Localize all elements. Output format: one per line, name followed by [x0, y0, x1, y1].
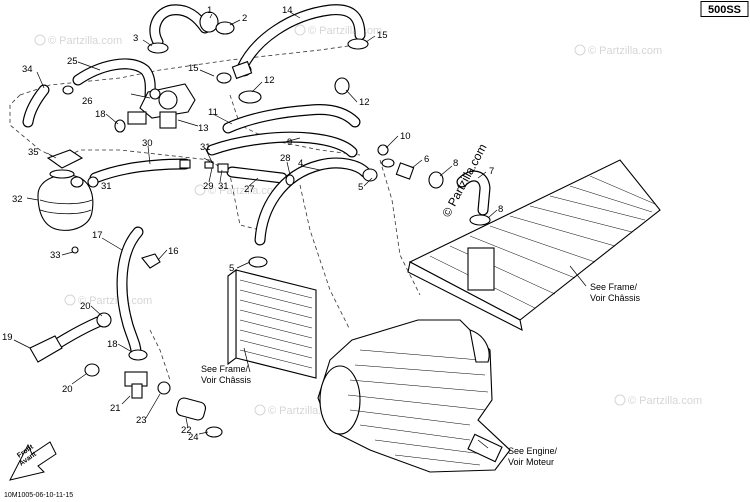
callout-20: 20	[62, 384, 73, 395]
callout-18: 18	[95, 109, 106, 120]
callout-18: 18	[107, 339, 118, 350]
callout-31: 31	[218, 181, 229, 192]
hose-34	[22, 84, 50, 128]
hose-27	[226, 166, 288, 184]
watermark-text: © Partzilla.com	[48, 35, 122, 47]
model-badge-text: 500SS	[708, 4, 741, 16]
model-badge: 500SS	[700, 1, 749, 17]
callout-6: 6	[424, 154, 429, 165]
note-engine-line2: Voir Moteur	[508, 457, 554, 467]
callout-12: 12	[359, 97, 370, 108]
callout-35: 35	[28, 147, 39, 158]
callout-4: 4	[298, 158, 303, 169]
note-frame-lower-line2: Voir Châssis	[201, 375, 252, 385]
hose-4	[254, 157, 371, 246]
callout-10: 10	[400, 131, 411, 142]
callout-labels: 1 2 3 14 15 25 34 15 12 26 18 13 12 11 9…	[2, 5, 503, 443]
hose-11	[222, 104, 361, 134]
clamps	[29, 21, 491, 438]
callout-12: 12	[264, 75, 275, 86]
callout-25: 25	[67, 56, 78, 67]
callout-15: 15	[188, 63, 199, 74]
thermostat-housing	[127, 83, 196, 129]
engine-block	[317, 319, 511, 473]
drawing-code: 10M1005-06-10-11-15	[4, 492, 73, 499]
watermark-text: © Partzilla.com	[78, 295, 152, 307]
callout-34: 34	[22, 64, 33, 75]
callout-13: 13	[198, 123, 209, 134]
front-arrow: Front Avant	[9, 441, 57, 481]
callout-30: 30	[142, 138, 153, 149]
callout-28: 28	[280, 153, 291, 164]
callout-16: 16	[168, 246, 179, 257]
leader-lines	[13, 11, 587, 449]
hose-25	[72, 58, 156, 104]
callout-21: 21	[110, 403, 121, 414]
callout-14: 14	[282, 5, 293, 16]
callout-31: 31	[101, 181, 112, 192]
watermark-text: © Partzilla.com	[208, 185, 282, 197]
coolant-reservoir	[37, 149, 94, 231]
callout-8: 8	[498, 204, 503, 215]
callout-19: 19	[2, 332, 13, 343]
callout-3: 3	[133, 33, 138, 44]
callout-2: 2	[242, 13, 247, 24]
hose-7	[456, 170, 491, 216]
hose-17	[116, 226, 144, 358]
frame-heat-exchanger	[407, 159, 661, 332]
watermark-text: © Partzilla.com	[628, 395, 702, 407]
watermark-text: © Partzilla.com	[588, 45, 662, 57]
radiator	[227, 268, 317, 379]
callout-20: 20	[80, 301, 91, 312]
callout-23: 23	[136, 415, 147, 426]
note-frame-upper-line2: Voir Châssis	[590, 293, 641, 303]
callout-5: 5	[229, 263, 234, 274]
callout-7: 7	[489, 166, 494, 177]
hose-14	[236, 4, 366, 74]
callout-26: 26	[82, 96, 93, 107]
callout-27: 27	[244, 184, 255, 195]
callout-29: 29	[203, 181, 214, 192]
callout-15: 15	[377, 30, 388, 41]
callout-32: 32	[12, 194, 23, 205]
note-engine-line1: See Engine/	[508, 446, 558, 456]
callout-31: 31	[200, 142, 211, 153]
callout-17: 17	[92, 230, 103, 241]
callout-33: 33	[50, 250, 61, 261]
callout-11: 11	[208, 107, 218, 118]
hose-30	[89, 158, 191, 184]
callout-5: 5	[358, 182, 363, 193]
callout-8: 8	[453, 158, 458, 169]
callout-24: 24	[188, 432, 199, 443]
hose-1	[149, 4, 219, 48]
note-frame-lower-line1: See Frame/	[201, 364, 249, 374]
callout-9: 9	[287, 137, 292, 148]
watermark-text: © Partzilla.com	[308, 25, 382, 37]
callout-22: 22	[181, 425, 192, 436]
note-frame-upper-line1: See Frame/	[590, 282, 638, 292]
reference-notes: See Frame/ Voir Châssis See Frame/ Voir …	[201, 282, 641, 467]
callout-1: 1	[207, 5, 212, 16]
hose-9	[206, 131, 358, 158]
